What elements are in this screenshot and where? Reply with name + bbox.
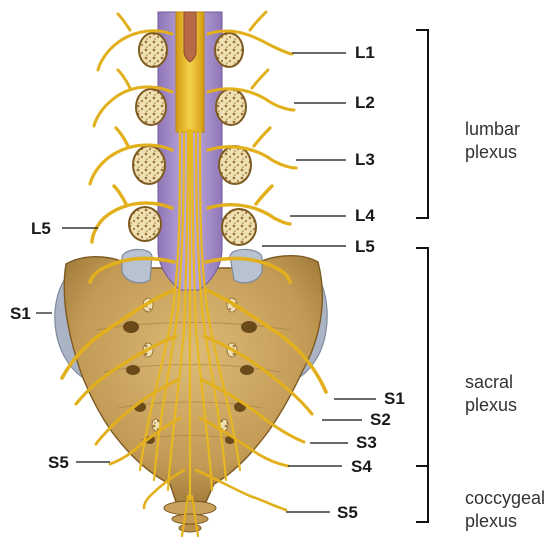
label-l1: L1 xyxy=(355,44,375,61)
sacral-label-line1: sacral xyxy=(465,371,517,394)
coccygeal-label-line2: plexus xyxy=(465,510,545,533)
coccyx xyxy=(164,501,216,532)
conus-medullaris xyxy=(184,12,196,62)
sacral-label-line2: plexus xyxy=(465,394,517,417)
sacral-plexus-label: sacral plexus xyxy=(465,371,517,417)
coccygeal-plexus-label: coccygeal plexus xyxy=(465,487,545,533)
lumbar-label-line1: lumbar xyxy=(465,118,520,141)
lumbar-bracket xyxy=(416,30,428,218)
label-s2: S2 xyxy=(370,411,391,428)
label-s3: S3 xyxy=(356,434,377,451)
label-s4: S4 xyxy=(351,458,372,475)
label-s5-right: S5 xyxy=(337,504,358,521)
lumbar-label-line2: plexus xyxy=(465,141,520,164)
sacral-bracket xyxy=(416,248,428,466)
label-l3: L3 xyxy=(355,151,375,168)
label-l5-left: L5 xyxy=(31,220,51,237)
label-s5-left: S5 xyxy=(48,454,69,471)
label-l2: L2 xyxy=(355,94,375,111)
coccygeal-bracket xyxy=(416,466,428,522)
label-s1-right: S1 xyxy=(384,390,405,407)
label-s1-left: S1 xyxy=(10,305,31,322)
label-l4: L4 xyxy=(355,207,375,224)
lumbar-plexus-label: lumbar plexus xyxy=(465,118,520,164)
label-l5-right: L5 xyxy=(355,238,375,255)
region-brackets xyxy=(416,30,428,522)
coccygeal-label-line1: coccygeal xyxy=(465,487,545,510)
